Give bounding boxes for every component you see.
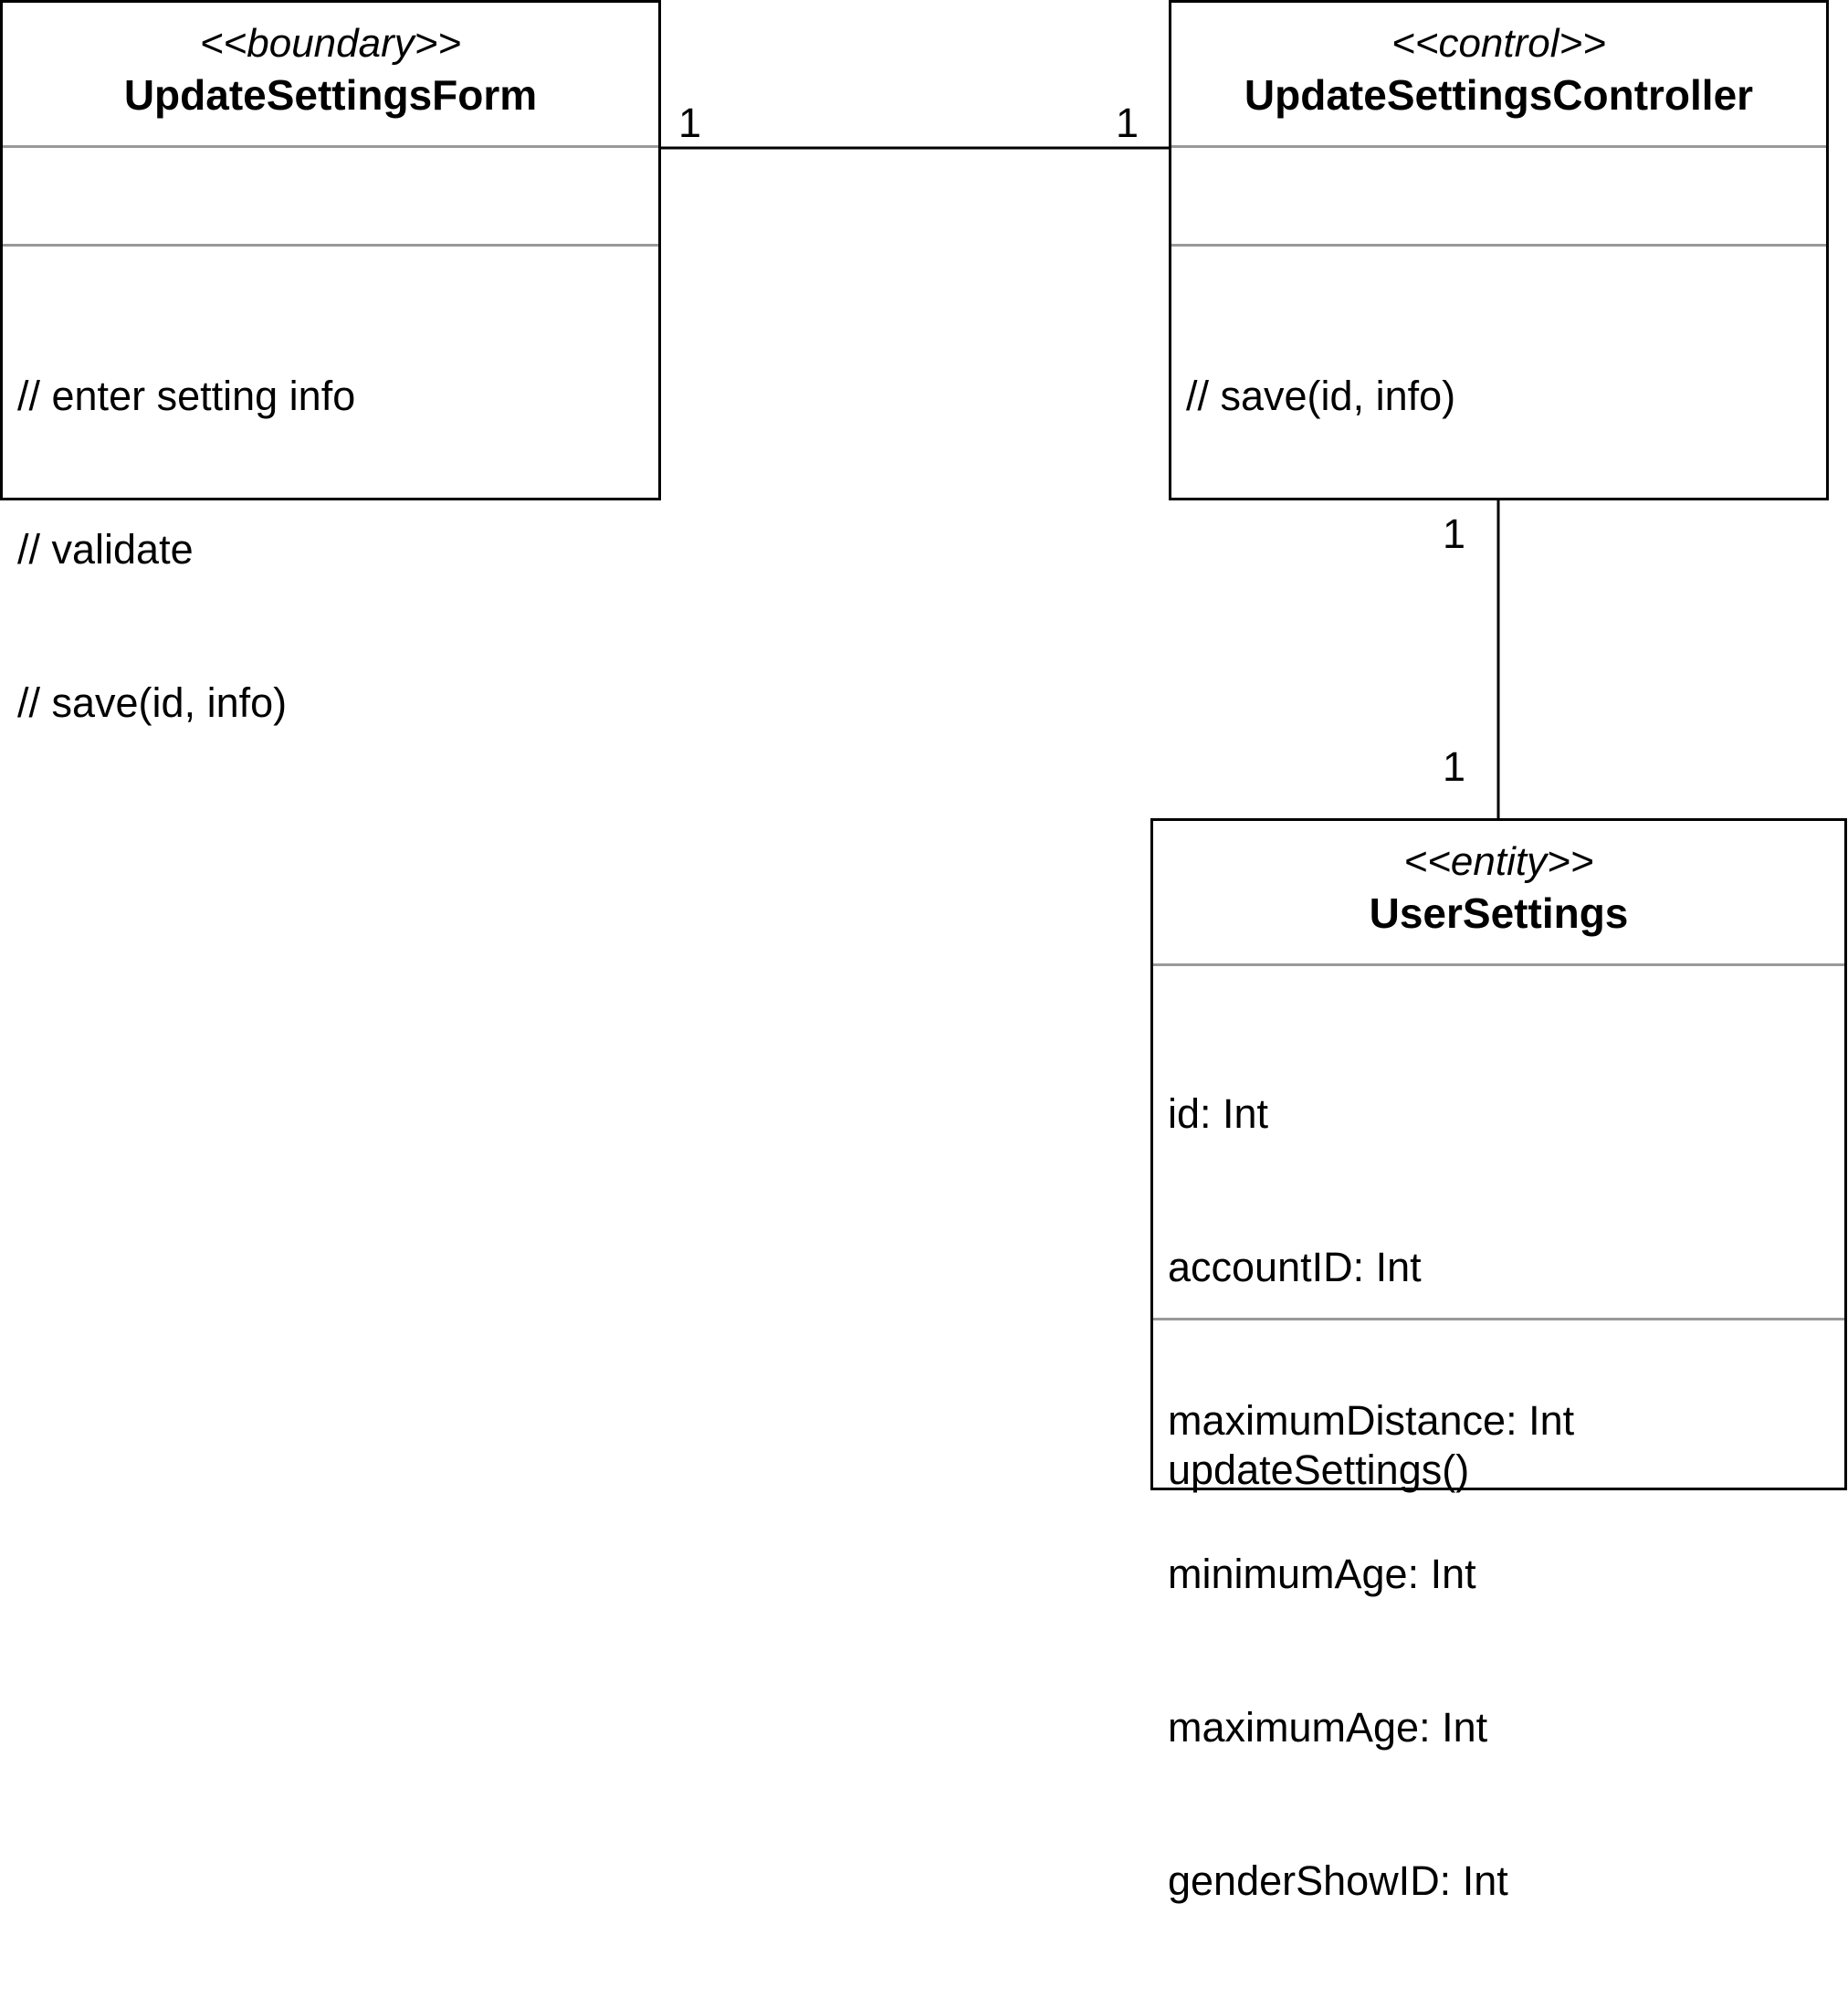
- operation: // save(id, info): [17, 679, 288, 726]
- attributes-section: [1171, 148, 1826, 247]
- attributes-section: id: Int accountID: Int maximumDistance: …: [1153, 966, 1844, 1904]
- class-update-settings-controller[interactable]: <<control>> UpdateSettingsController // …: [1169, 0, 1829, 500]
- operations-section: // enter setting info // validate // sav…: [3, 247, 658, 831]
- class-name: UpdateSettingsForm: [123, 71, 538, 119]
- multiplicity-label: 1: [1116, 100, 1139, 146]
- attributes-section: [3, 148, 658, 247]
- operations-section: // save(id, info): [1171, 247, 1826, 524]
- association-lines: [661, 146, 1500, 820]
- class-stereotype: <<control>>: [1391, 21, 1606, 66]
- class-user-settings[interactable]: <<entity>> UserSettings id: Int accountI…: [1150, 818, 1847, 1904]
- operation: // enter setting info: [17, 373, 356, 419]
- attribute: genderShowID: Int: [1168, 1857, 1508, 1904]
- class-name: UserSettings: [1369, 889, 1629, 937]
- class-stereotype: <<boundary>>: [199, 21, 462, 66]
- class-stereotype: <<entity>>: [1403, 839, 1594, 884]
- operations-section: updateSettings(): [1153, 1320, 1844, 1598]
- class-header: <<boundary>> UpdateSettingsForm: [3, 3, 658, 148]
- multiplicity-label: 1: [1443, 510, 1466, 557]
- operation: // save(id, info): [1186, 373, 1456, 419]
- class-header: <<control>> UpdateSettingsController: [1171, 3, 1826, 148]
- multiplicity-label: 1: [678, 100, 702, 146]
- attribute: maximumDistance: Int: [1168, 1397, 1575, 1444]
- class-header: <<entity>> UserSettings: [1153, 821, 1844, 966]
- attribute: id: Int: [1168, 1090, 1269, 1137]
- attribute: maximumAge: Int: [1168, 1704, 1488, 1751]
- class-name: UpdateSettingsController: [1244, 71, 1754, 119]
- class-update-settings-form[interactable]: <<boundary>> UpdateSettingsForm // enter…: [0, 0, 661, 726]
- operation: // validate: [17, 526, 194, 573]
- multiplicity-label: 1: [1443, 743, 1466, 790]
- attribute: accountID: Int: [1168, 1244, 1422, 1290]
- operation: updateSettings(): [1168, 1446, 1470, 1493]
